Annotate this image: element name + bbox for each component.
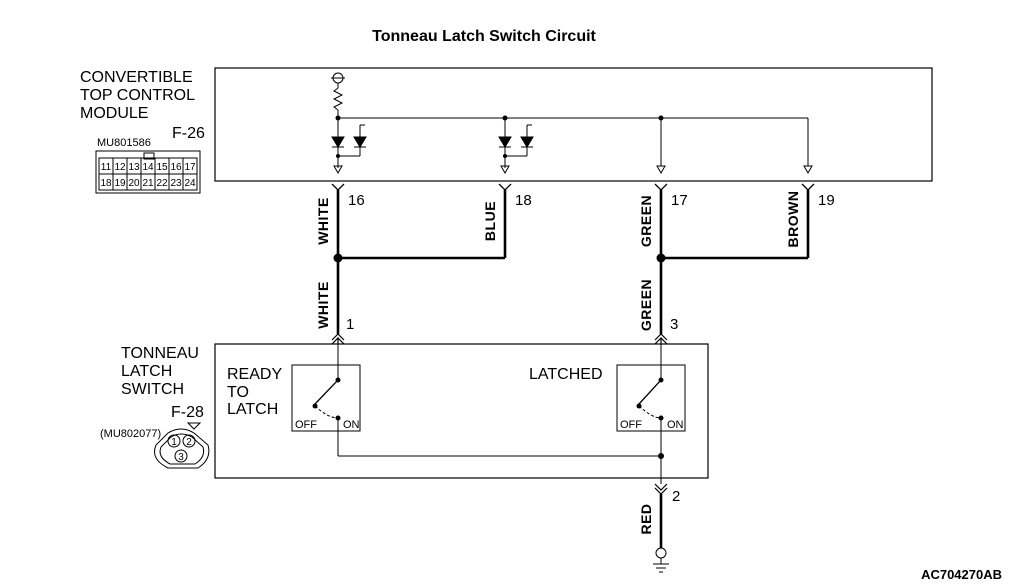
ground-wire: [654, 483, 668, 548]
switch-label: TONNEAU LATCH SWITCH: [121, 345, 199, 398]
ready-label-line-3: LATCH: [227, 401, 278, 418]
wire-color-white-lower: WHITE: [315, 281, 331, 329]
module-pin-16: 16: [348, 192, 365, 209]
switch-box: [214, 343, 709, 479]
module-part-number: MU801586: [97, 137, 151, 149]
module-pin-19: 19: [818, 192, 835, 209]
module-connector-face: [95, 150, 201, 194]
ground-icon: [653, 547, 669, 573]
module-conn-pin: 22: [156, 178, 168, 189]
module-label-line-3: MODULE: [80, 105, 148, 122]
ready-switch-on-label: ON: [343, 419, 360, 431]
module-conn-pin: 13: [128, 162, 140, 173]
switch-pin-1: 1: [346, 316, 354, 333]
switch-connector-face: [154, 422, 210, 469]
module-conn-pin: 12: [114, 162, 126, 173]
common-junction-dot: [658, 453, 664, 459]
latched-switch-element: [616, 344, 686, 484]
module-conn-pin: 24: [184, 178, 196, 189]
harness-wires: [331, 183, 815, 345]
switch-connector-id: F-28: [171, 404, 204, 421]
module-connector-pins: 11 12 13 14 15 16 17 18 19 20 21 22 23 2…: [100, 162, 196, 189]
module-pin-18: 18: [515, 192, 532, 209]
module-connector-id: F-26: [172, 125, 205, 142]
module-label-line-2: TOP CONTROL: [80, 87, 195, 104]
ready-label-line-1: READY: [227, 366, 282, 383]
module-conn-pin: 20: [128, 178, 140, 189]
diagram-title: Tonneau Latch Switch Circuit: [372, 28, 596, 45]
ready-switch-off-label: OFF: [295, 419, 317, 431]
wire-color-green-lower: GREEN: [638, 279, 654, 331]
ready-label-line-2: TO: [227, 384, 249, 401]
module-conn-pin: 14: [142, 162, 154, 173]
module-conn-pin: 23: [170, 178, 182, 189]
latched-switch-contacts: [636, 377, 664, 421]
switch-conn-pin: 3: [178, 452, 184, 463]
reference-code: AC704270AB: [921, 567, 1002, 582]
splice-dot-green: [656, 253, 666, 263]
module-conn-pin: 17: [184, 162, 196, 173]
switch-label-line-1: TONNEAU: [121, 345, 199, 362]
module-junction-dots: [335, 115, 664, 158]
module-label: CONVERTIBLE TOP CONTROL MODULE: [80, 69, 195, 122]
splice-dot-white: [333, 253, 343, 263]
switch-pin-2: 2: [672, 488, 680, 505]
module-internal-circuit: [331, 72, 813, 175]
module-box: [214, 67, 933, 182]
module-conn-pin: 15: [156, 162, 168, 173]
switch-label-line-3: SWITCH: [121, 381, 184, 398]
module-conn-pin: 18: [100, 178, 112, 189]
ready-switch-contacts: [312, 377, 341, 421]
module-pin-17: 17: [671, 192, 688, 209]
wire-color-red: RED: [638, 503, 654, 534]
latched-switch-off-label: OFF: [620, 419, 642, 431]
switch-label-line-2: LATCH: [121, 363, 172, 380]
module-label-line-1: CONVERTIBLE: [80, 69, 193, 86]
module-conn-pin: 11: [101, 162, 112, 173]
wire-color-brown: BROWN: [785, 191, 801, 248]
wire-color-blue: BLUE: [482, 201, 498, 241]
module-conn-pin: 16: [170, 162, 182, 173]
switch-conn-pin: 2: [186, 437, 192, 448]
module-conn-pin: 21: [142, 178, 154, 189]
latched-label: LATCHED: [529, 366, 603, 383]
switch-part-number: (MU802077): [100, 428, 161, 440]
latched-switch-on-label: ON: [667, 419, 684, 431]
ready-switch-element: [291, 344, 361, 456]
wire-color-green-upper: GREEN: [638, 195, 654, 247]
switch-conn-pin: 1: [171, 437, 177, 448]
module-conn-pin: 19: [114, 178, 126, 189]
wire-color-white-upper: WHITE: [315, 197, 331, 245]
switch-pin-3: 3: [670, 316, 678, 333]
